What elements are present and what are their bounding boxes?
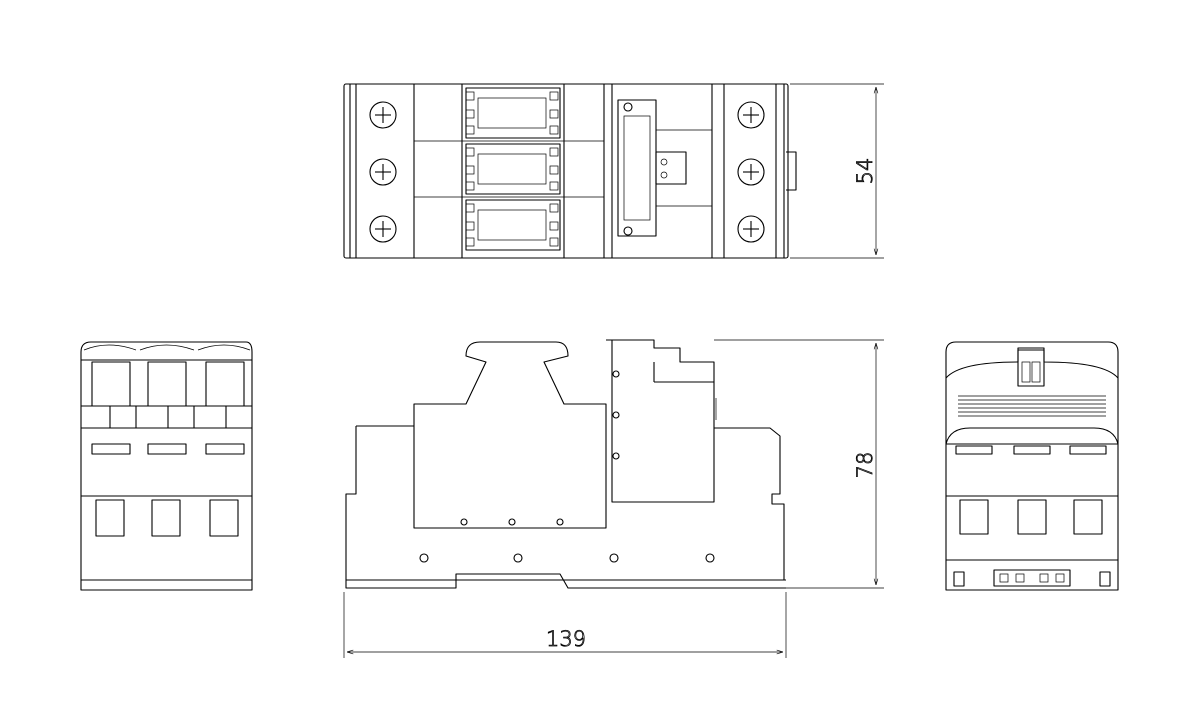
pole-slot bbox=[465, 87, 561, 139]
screw-icon bbox=[737, 101, 765, 129]
pole-slot bbox=[465, 199, 561, 251]
top-view-screws-left bbox=[369, 101, 397, 243]
screw-icon bbox=[369, 158, 397, 186]
top-view-poles bbox=[465, 87, 561, 251]
top-view: 54 bbox=[343, 83, 884, 259]
screw-icon bbox=[737, 158, 765, 186]
height-dimension: 78 bbox=[714, 339, 884, 589]
vent-lines bbox=[958, 395, 1106, 417]
top-view-screws-right bbox=[737, 101, 765, 243]
depth-dimension: 54 bbox=[790, 83, 884, 259]
pole-slot bbox=[465, 143, 561, 195]
top-view-signal-module bbox=[617, 99, 712, 237]
length-dimension: 139 bbox=[343, 592, 787, 658]
rivets bbox=[419, 370, 715, 563]
left-end-view bbox=[80, 341, 253, 591]
front-view: 78 139 bbox=[343, 339, 884, 658]
screw-icon bbox=[369, 215, 397, 243]
depth-label: 54 bbox=[853, 158, 877, 185]
screw-icon bbox=[737, 215, 765, 243]
right-end-view bbox=[945, 341, 1119, 591]
screw-icon bbox=[369, 101, 397, 129]
height-label: 78 bbox=[853, 452, 877, 479]
length-label: 139 bbox=[546, 627, 586, 651]
